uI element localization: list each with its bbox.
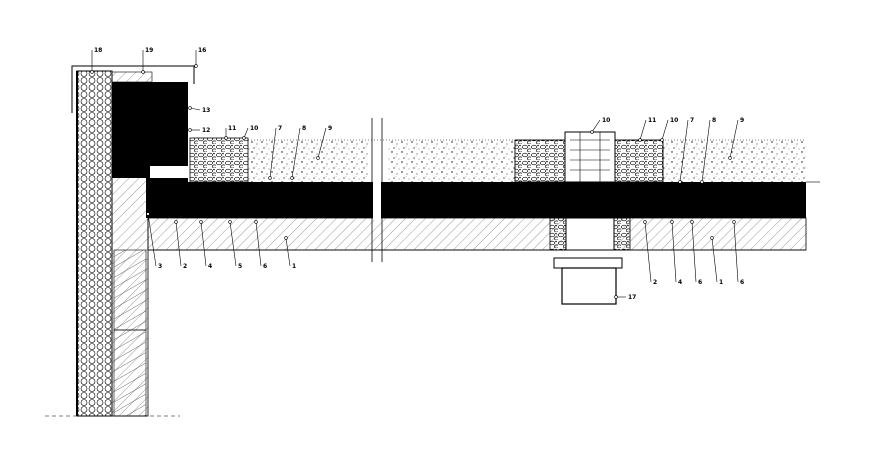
callout-parapet-top-2: 16 bbox=[198, 47, 206, 54]
callout-bottom-left-4-marker bbox=[254, 220, 258, 224]
callout-parapet-side-2: 11 bbox=[228, 125, 236, 132]
callout-drain-top-0-leader bbox=[591, 119, 601, 133]
callout-drain-bottom-3: 1 bbox=[719, 279, 723, 286]
callout-drain-top-5-marker bbox=[728, 156, 732, 160]
callout-drain-bottom-0: 2 bbox=[653, 279, 657, 286]
callout-bottom-left-1: 2 bbox=[183, 263, 187, 270]
callout-parapet-side-0: 13 bbox=[202, 107, 210, 114]
callout-parapet-side-0-marker bbox=[188, 106, 192, 110]
callout-parapet-side-1: 12 bbox=[202, 127, 210, 134]
callout-drain-top-2: 10 bbox=[670, 117, 678, 124]
callout-drain-top-1: 11 bbox=[648, 117, 656, 124]
callout-drain-top-0-marker bbox=[590, 130, 594, 134]
callout-bottom-left-0: 3 bbox=[158, 263, 162, 270]
callout-drain-pipe: 17 bbox=[628, 294, 636, 301]
callout-parapet-top-0-marker bbox=[90, 70, 94, 74]
callout-drain-top-0: 10 bbox=[602, 117, 610, 124]
wall-masonry bbox=[111, 112, 149, 417]
callout-drain-bottom-4-marker bbox=[732, 220, 736, 224]
callout-drain-top-2-leader bbox=[661, 119, 669, 141]
roof-drain bbox=[514, 131, 664, 305]
waterproofing-upstand bbox=[112, 82, 188, 178]
callout-bottom-left-0-marker bbox=[146, 212, 150, 216]
callout-parapet-side-3-marker bbox=[242, 136, 246, 140]
callout-parapet-side-5: 8 bbox=[302, 125, 306, 132]
callout-drain-top-5: 9 bbox=[740, 117, 744, 124]
callout-bottom-left-3-leader bbox=[229, 221, 237, 267]
callout-drain-bottom-1-marker bbox=[670, 220, 674, 224]
wall-insulation bbox=[76, 70, 113, 417]
callout-bottom-left-3-marker bbox=[228, 220, 232, 224]
callout-drain-top-1-marker bbox=[638, 138, 642, 142]
callout-drain-top-3-marker bbox=[678, 180, 682, 184]
callout-parapet-side-4-marker bbox=[268, 176, 272, 180]
callout-drain-pipe-marker bbox=[614, 295, 618, 299]
callout-bottom-left-3: 5 bbox=[238, 263, 242, 270]
callout-parapet-side-2-marker bbox=[224, 136, 228, 140]
callout-bottom-left-1-leader bbox=[175, 221, 182, 267]
callout-drain-top-1-leader bbox=[639, 119, 647, 141]
callout-drain-bottom-2-marker bbox=[690, 220, 694, 224]
callout-bottom-left-2: 4 bbox=[208, 263, 212, 270]
callout-drain-bottom-3-leader bbox=[711, 237, 718, 283]
callout-drain-top-4: 8 bbox=[712, 117, 716, 124]
callout-drain-bottom-2-leader bbox=[691, 221, 697, 283]
callout-drain-bottom-2: 6 bbox=[698, 279, 702, 286]
callout-parapet-side-6-marker bbox=[316, 156, 320, 160]
callout-parapet-side-1-marker bbox=[188, 128, 192, 132]
callout-parapet-side-4-leader bbox=[269, 127, 277, 179]
callout-drain-bottom-3-marker bbox=[710, 236, 714, 240]
callout-parapet-top-2-marker bbox=[194, 64, 198, 68]
callout-bottom-left-4-leader bbox=[255, 221, 262, 267]
callout-drain-bottom-0-leader bbox=[644, 221, 652, 283]
callout-parapet-side-3-leader bbox=[243, 127, 249, 139]
callout-bottom-left-0-leader bbox=[147, 213, 157, 267]
gravel-ballast bbox=[248, 139, 806, 182]
roof-insulation-layer bbox=[146, 178, 806, 218]
callout-bottom-left-5: 1 bbox=[292, 263, 296, 270]
callout-drain-top-4-leader bbox=[701, 119, 711, 183]
callout-parapet-side-5-marker bbox=[290, 176, 294, 180]
stone-edge-strip bbox=[189, 137, 249, 183]
break-lines bbox=[371, 118, 383, 262]
callout-bottom-left-1-marker bbox=[174, 220, 178, 224]
callout-drain-top-3-leader bbox=[679, 119, 689, 183]
callout-bottom-left-5-leader bbox=[285, 237, 291, 267]
reference-lines bbox=[45, 181, 820, 417]
callout-parapet-top-1: 19 bbox=[145, 47, 153, 54]
callout-drain-top-2-marker bbox=[660, 138, 664, 142]
callout-parapet-top-0: 18 bbox=[94, 47, 102, 54]
callout-drain-bottom-4-leader bbox=[733, 221, 739, 283]
callout-parapet-side-3: 10 bbox=[250, 125, 258, 132]
callout-bottom-left-4: 6 bbox=[263, 263, 267, 270]
callout-parapet-side-5-leader bbox=[291, 127, 301, 179]
callout-drain-bottom-4: 6 bbox=[740, 279, 744, 286]
callout-parapet-side-4: 7 bbox=[278, 125, 282, 132]
callout-bottom-left-2-leader bbox=[200, 221, 207, 267]
callout-parapet-top-1-marker bbox=[141, 70, 145, 74]
callout-drain-top-3: 7 bbox=[690, 117, 694, 124]
callout-drain-bottom-1-leader bbox=[671, 221, 677, 283]
concrete-slab bbox=[147, 217, 807, 251]
callout-drain-top-5-leader bbox=[729, 119, 739, 159]
callout-drain-bottom-1: 4 bbox=[678, 279, 682, 286]
callout-bottom-left-5-marker bbox=[284, 236, 288, 240]
callout-parapet-side-6-leader bbox=[317, 127, 327, 159]
callout-drain-bottom-0-marker bbox=[643, 220, 647, 224]
callout-drain-top-4-marker bbox=[700, 180, 704, 184]
callout-bottom-left-2-marker bbox=[199, 220, 203, 224]
callout-parapet-side-6: 9 bbox=[328, 125, 332, 132]
